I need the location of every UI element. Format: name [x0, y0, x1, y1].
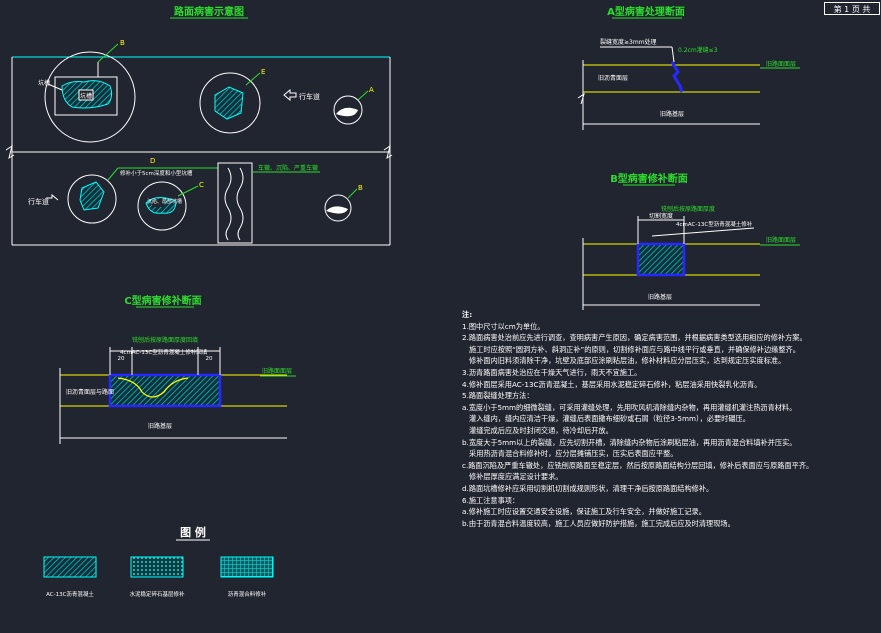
- section-c: 20 20 铣刨后按原路面厚度回填 4cmAC-13C型沥青混凝土修补回填 旧沥…: [59, 336, 296, 444]
- section-c-dim1: 20: [118, 356, 125, 362]
- section-a-surface-label: 旧路面面层: [766, 60, 796, 68]
- label-e: E: [261, 68, 265, 76]
- lane-label-lower: 行车道: [28, 197, 49, 206]
- legend-label-base: 水泥稳定碎石基层修补: [129, 590, 185, 598]
- section-b-top-label: 铣刨后按原路面厚度: [661, 205, 715, 213]
- section-a-crack-label: 裂缝宽度≥3mm处理: [600, 38, 657, 46]
- sheet-number-box: 第 1 页 共: [824, 2, 880, 15]
- section-c-dim2: 20: [206, 356, 213, 362]
- label-b: B: [120, 39, 125, 47]
- label-a: A: [369, 86, 374, 94]
- pothole-a: A: [333, 86, 374, 125]
- pothole-b-text: 坑槽: [80, 92, 92, 100]
- legend-swatch-mix: [220, 556, 274, 578]
- note-line: c.路面沉陷及严重车辙处，应铣刨原路面至稳定层，然后按原路面结构分层回填，修补后…: [462, 460, 814, 470]
- note-line: 修补层厚度应满足设计要求。: [469, 472, 563, 482]
- pothole-b2: B: [324, 184, 363, 222]
- legend-swatch-base: [130, 556, 184, 578]
- note-line: 5.路面裂缝处理方法：: [462, 391, 534, 401]
- rut-box: 车辙、沉陷、严重车辙: [217, 162, 320, 244]
- section-b-surface-label: 旧路面面层: [766, 236, 796, 244]
- label-d: D: [150, 157, 155, 165]
- lane-arrow-lower: 行车道: [28, 193, 59, 206]
- crack-note: 修补小于5cm深度和小型坑槽: [120, 169, 193, 177]
- section-b-title: B型病害修补断面: [610, 172, 688, 185]
- legend-title: 图 例: [180, 525, 206, 539]
- depression-text: 沉陷、局部坑槽: [147, 198, 182, 205]
- section-a: 裂缝宽度≥3mm处理 0.2cm灌缝≤3 旧沥青面层 旧路面面层 旧路基层: [577, 38, 800, 130]
- legend-label-ac: AC-13C沥青混凝土: [46, 590, 94, 598]
- lane-arrow-upper: 行车道: [283, 88, 320, 102]
- section-a-title: A型病害处理断面: [607, 5, 685, 18]
- label-left-small: 坑槽: [38, 79, 50, 87]
- section-c-left-label: 旧沥青面层与路面: [66, 388, 114, 396]
- note-line: 施工时应按照“圆洞方补、斜洞正补”的原则，切割修补面应与路中线平行或垂直，并确保…: [469, 344, 800, 354]
- rut-note: 车辙、沉陷、严重车辙: [258, 164, 318, 172]
- note-line: 4.修补面层采用AC-13C沥青混凝土，基层采用水泥稳定碎石修补，粘层油采用快裂…: [462, 379, 762, 389]
- section-c-top-label: 铣刨后按原路面厚度回填: [132, 336, 198, 344]
- section-c-surface-label: 旧路面面层: [262, 367, 292, 375]
- section-b: 切割宽度 铣刨后按原路面厚度 4cmAC-13C型沥青混凝土修补 旧路面面层 旧…: [582, 205, 800, 310]
- note-line: 灌入缝内，缝内应清洁干燥，灌缝后表面撒布细砂或石屑（粒径3-5mm），必要时碾压…: [469, 414, 750, 424]
- plan-title: 路面病害示意图: [174, 5, 244, 18]
- pothole-e: E: [199, 68, 265, 134]
- legend-swatch-ac: [43, 556, 97, 578]
- note-line: 采用热沥青混合料修补时，应分层摊铺压实，压实后表面应平整。: [469, 449, 678, 459]
- note-line: 2.路面病害处治前应先进行调查，查明病害产生原因，确定病害范围，并根据病害类型选…: [462, 333, 807, 343]
- section-c-title: C型病害修补断面: [124, 294, 201, 307]
- label-b2: B: [358, 184, 363, 192]
- section-a-gap-label: 0.2cm灌缝≤3: [678, 46, 718, 54]
- section-b-width-label: 切割宽度: [649, 212, 673, 220]
- legend-label-mix: 沥青混合料修补: [228, 590, 267, 598]
- note-line: b.宽度大于5mm以上的裂缝，应先切割开槽，清除缝内杂物后涂刷粘层油，再用沥青混…: [462, 437, 797, 447]
- note-line: d.路面坑槽修补应采用切割机切割成规则形状，清理干净后按原路面结构修补。: [462, 483, 714, 493]
- legend: AC-13C沥青混凝土 水泥稳定碎石基层修补 沥青混合料修补: [43, 556, 274, 598]
- section-b-base-label: 旧路基层: [648, 293, 672, 301]
- note-line: a.宽度小于5mm的细微裂缝，可采用灌缝处理，先用吹风机清除缝内杂物，再用灌缝机…: [462, 402, 797, 412]
- note-line: 灌缝完成后应及时封闭交通，待冷却后开放。: [469, 425, 613, 435]
- lane-label-upper: 行车道: [299, 92, 320, 101]
- section-a-base-label: 旧路基层: [660, 110, 684, 118]
- section-b-fill-label: 4cmAC-13C型沥青混凝土修补: [676, 220, 753, 228]
- pothole-b: 坑槽 B 坑槽: [38, 39, 136, 143]
- note-line: 1.图中尺寸以cm为单位。: [462, 321, 545, 331]
- notes-block: 注: 1.图中尺寸以cm为单位。 2.路面病害处治前应先进行调查，查明病害产生原…: [462, 309, 877, 529]
- plan-road: [5, 56, 393, 246]
- section-a-left-label: 旧沥青面层: [598, 74, 628, 82]
- label-c: C: [199, 181, 204, 189]
- note-line: 3.沥青路面病害处治应在干燥天气进行，雨天不宜施工。: [462, 367, 642, 377]
- pothole-d: D 修补小于5cm深度和小型坑槽: [67, 157, 218, 224]
- pothole-c-circle: 沉陷、局部坑槽 C: [137, 181, 204, 231]
- note-line: b.由于沥青混合料温度较高，施工人员应做好防护措施，施工完成后应及时清理现场。: [462, 518, 735, 528]
- section-c-fill-label: 4cmAC-13C型沥青混凝土修补回填: [120, 348, 208, 356]
- section-c-base-label: 旧路基层: [148, 422, 172, 430]
- note-line: 6.施工注意事项：: [462, 495, 520, 505]
- note-line: a.修补施工时应设置交通安全设施，保证施工及行车安全，并做好施工记录。: [462, 507, 706, 517]
- notes-title: 注:: [462, 310, 473, 319]
- note-line: 修补面内旧料须清除干净，坑壁及底部应涂刷粘层油，修补材料应分层压实，达到规定压实…: [469, 356, 786, 366]
